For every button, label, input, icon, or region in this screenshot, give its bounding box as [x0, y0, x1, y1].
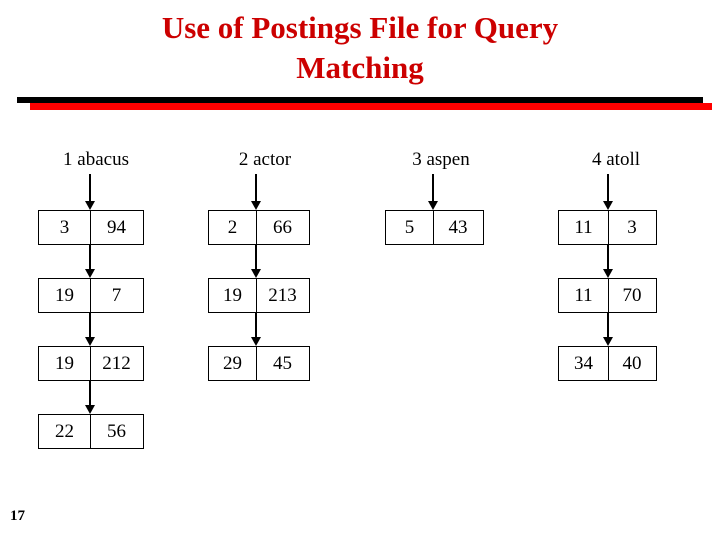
- connector-arrowhead: [251, 337, 261, 346]
- connector-arrowhead: [85, 405, 95, 414]
- posting-node: 19 7: [38, 278, 144, 313]
- posting-weight: 45: [273, 353, 292, 374]
- connector-arrowhead: [428, 201, 438, 210]
- posting-node: 34 40: [558, 346, 657, 381]
- posting-node: 11 3: [558, 210, 657, 245]
- column-header-actor: 2 actor: [238, 149, 292, 170]
- posting-node: 29 45: [208, 346, 310, 381]
- posting-node: 19 213: [208, 278, 310, 313]
- postings-columns: 1 abacus 3 94 19 7 19 212 22 56 2 actor 2 66 19 213 29…: [0, 148, 720, 488]
- posting-node: 2 66: [208, 210, 310, 245]
- connector-line: [89, 185, 91, 201]
- posting-weight: 70: [622, 285, 642, 306]
- connector-arrowhead: [603, 337, 613, 346]
- connector-line: [432, 185, 434, 201]
- posting-doc-id: 2: [209, 211, 257, 244]
- header-tick-actor: [255, 174, 257, 185]
- connector-arrowhead: [85, 337, 95, 346]
- connector-line: [255, 185, 257, 201]
- connector-line: [89, 313, 91, 337]
- column-header-abacus: 1 abacus: [63, 149, 129, 170]
- connector-arrowhead: [85, 201, 95, 210]
- header-tick-aspen: [432, 174, 434, 185]
- posting-weight: 213: [268, 285, 297, 306]
- title-block: Use of Postings File for Query Matching: [0, 8, 720, 88]
- posting-doc-id: 22: [39, 415, 91, 448]
- page-number: 17: [10, 508, 25, 524]
- header-tick-abacus: [89, 174, 91, 185]
- connector-line: [89, 381, 91, 405]
- page-title: Use of Postings File for Query Matching: [161, 10, 559, 85]
- header-divider: [0, 95, 720, 113]
- posting-node: 5 43: [385, 210, 484, 245]
- connector-line: [607, 245, 609, 269]
- connector-arrowhead: [251, 269, 261, 278]
- divider-bar-red: [30, 103, 712, 110]
- connector-arrowhead: [251, 201, 261, 210]
- posting-doc-id: 19: [209, 279, 257, 312]
- posting-weight: 43: [448, 217, 468, 238]
- posting-node: 19 212: [38, 346, 144, 381]
- posting-node: 22 56: [38, 414, 144, 449]
- connector-line: [607, 185, 609, 201]
- column-header-aspen: 3 aspen: [412, 149, 470, 170]
- posting-weight: 66: [273, 217, 292, 238]
- divider-bar-black: [17, 97, 703, 103]
- posting-weight: 7: [111, 285, 122, 306]
- posting-doc-id: 11: [559, 279, 609, 312]
- posting-node: 3 94: [38, 210, 144, 245]
- header-tick-atoll: [607, 174, 609, 185]
- connector-line: [255, 245, 257, 269]
- connector-line: [607, 313, 609, 337]
- posting-weight: 56: [107, 421, 126, 442]
- posting-doc-id: 5: [386, 211, 434, 244]
- connector-arrowhead: [603, 269, 613, 278]
- posting-weight: 94: [107, 217, 126, 238]
- posting-weight: 3: [627, 217, 637, 238]
- posting-doc-id: 34: [559, 347, 609, 380]
- posting-weight: 40: [622, 353, 642, 374]
- posting-doc-id: 3: [39, 211, 91, 244]
- posting-node: 11 70: [558, 278, 657, 313]
- posting-weight: 212: [102, 353, 131, 374]
- connector-arrowhead: [603, 201, 613, 210]
- posting-doc-id: 19: [39, 347, 91, 380]
- column-header-atoll: 4 atoll: [591, 149, 641, 170]
- connector-arrowhead: [85, 269, 95, 278]
- posting-doc-id: 29: [209, 347, 257, 380]
- posting-doc-id: 19: [39, 279, 91, 312]
- posting-doc-id: 11: [559, 211, 609, 244]
- connector-line: [89, 245, 91, 269]
- connector-line: [255, 313, 257, 337]
